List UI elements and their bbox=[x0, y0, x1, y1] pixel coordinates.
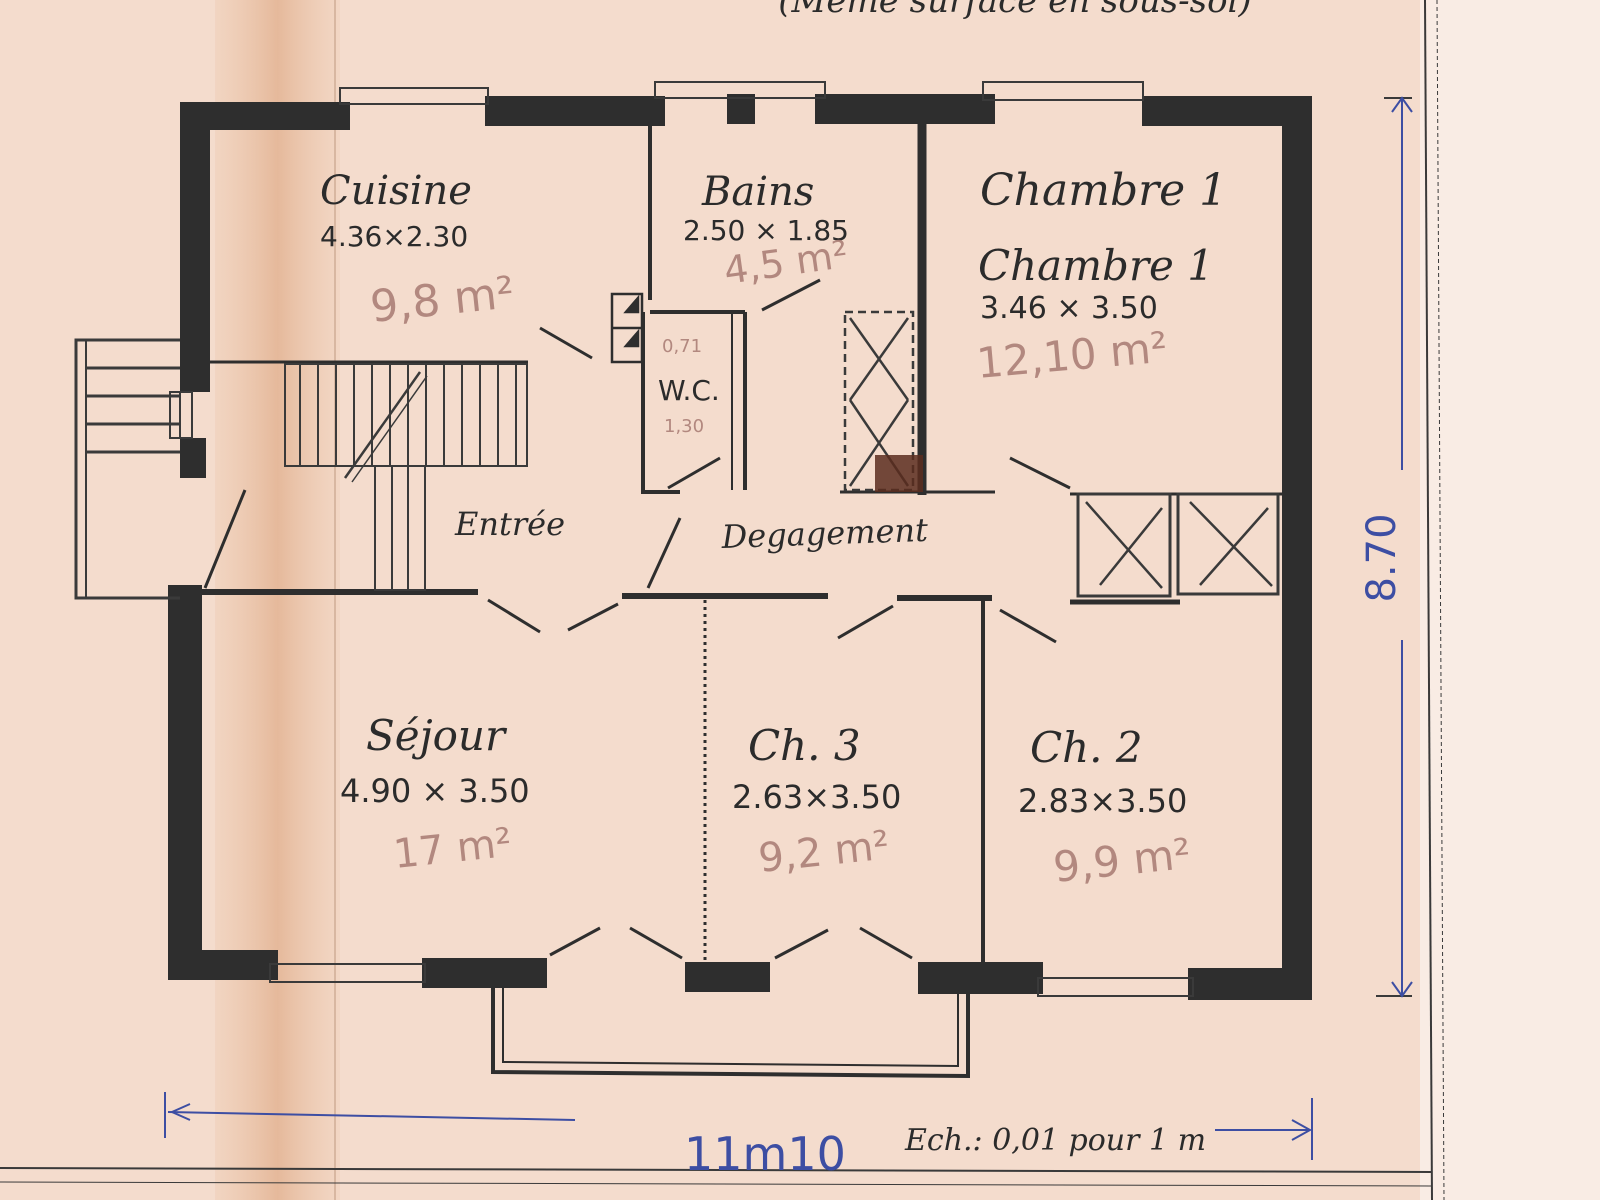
room-wc-name: W.C. bbox=[658, 374, 720, 407]
closets bbox=[843, 310, 1280, 598]
entrance-stairs bbox=[74, 338, 180, 600]
room-sejour-dims: 4.90 × 3.50 bbox=[340, 772, 530, 810]
paper-right-light bbox=[1420, 0, 1600, 1200]
windows bbox=[169, 81, 1194, 997]
room-chambre1-title: Chambre 1 bbox=[980, 165, 1227, 216]
indoor-stairs bbox=[284, 363, 528, 591]
room-ch2-dims: 2.83×3.50 bbox=[1018, 782, 1187, 820]
exterior-walls bbox=[168, 94, 1312, 1000]
room-bains: Bains 2.50 × 1.85 4,5 m² bbox=[683, 169, 851, 293]
frame-right-line bbox=[1424, 0, 1433, 1200]
room-ch3-name: Ch. 3 bbox=[748, 721, 861, 770]
frame-bottom-line bbox=[0, 1167, 1433, 1173]
room-wc: 0,71 W.C. 1,30 bbox=[658, 336, 720, 437]
door-swings bbox=[203, 278, 1071, 960]
scale-label: Ech.: 0,01 pour 1 m bbox=[904, 1123, 1206, 1158]
width-dimension-label: 11m10 bbox=[684, 1127, 846, 1181]
room-ch3-dims: 2.63×3.50 bbox=[732, 778, 901, 816]
room-sejour-name: Séjour bbox=[366, 711, 508, 760]
room-degagement-name: Degagement bbox=[720, 511, 929, 556]
height-dimension bbox=[1376, 96, 1413, 998]
room-wc-dim-a: 0,71 bbox=[662, 336, 702, 357]
room-chambre1: Chambre 1 Chambre 1 3.46 × 3.50 12,10 m² bbox=[975, 165, 1228, 388]
header-note: (Même surface en sous-sol) bbox=[778, 0, 1251, 21]
room-ch2-name: Ch. 2 bbox=[1030, 723, 1143, 772]
height-dimension-label: 8.70 bbox=[1359, 513, 1405, 602]
room-bains-dims: 2.50 × 1.85 bbox=[683, 214, 849, 247]
terrace bbox=[491, 986, 970, 1079]
room-cuisine-name: Cuisine bbox=[320, 168, 472, 214]
bath-fixtures bbox=[610, 292, 644, 364]
room-cuisine-dims: 4.36×2.30 bbox=[320, 220, 468, 253]
room-bains-name: Bains bbox=[701, 169, 814, 215]
interior-walls bbox=[200, 124, 1282, 965]
room-chambre1-dims: 3.46 × 3.50 bbox=[980, 291, 1158, 326]
fold-stain bbox=[215, 0, 340, 1200]
frame-bottom-line-2 bbox=[0, 1181, 1433, 1187]
room-wc-dim-b: 1,30 bbox=[664, 416, 704, 437]
room-chambre1-name: Chambre 1 bbox=[978, 241, 1214, 290]
room-entree-name: Entrée bbox=[454, 505, 565, 543]
width-dimension bbox=[164, 1092, 1313, 1160]
